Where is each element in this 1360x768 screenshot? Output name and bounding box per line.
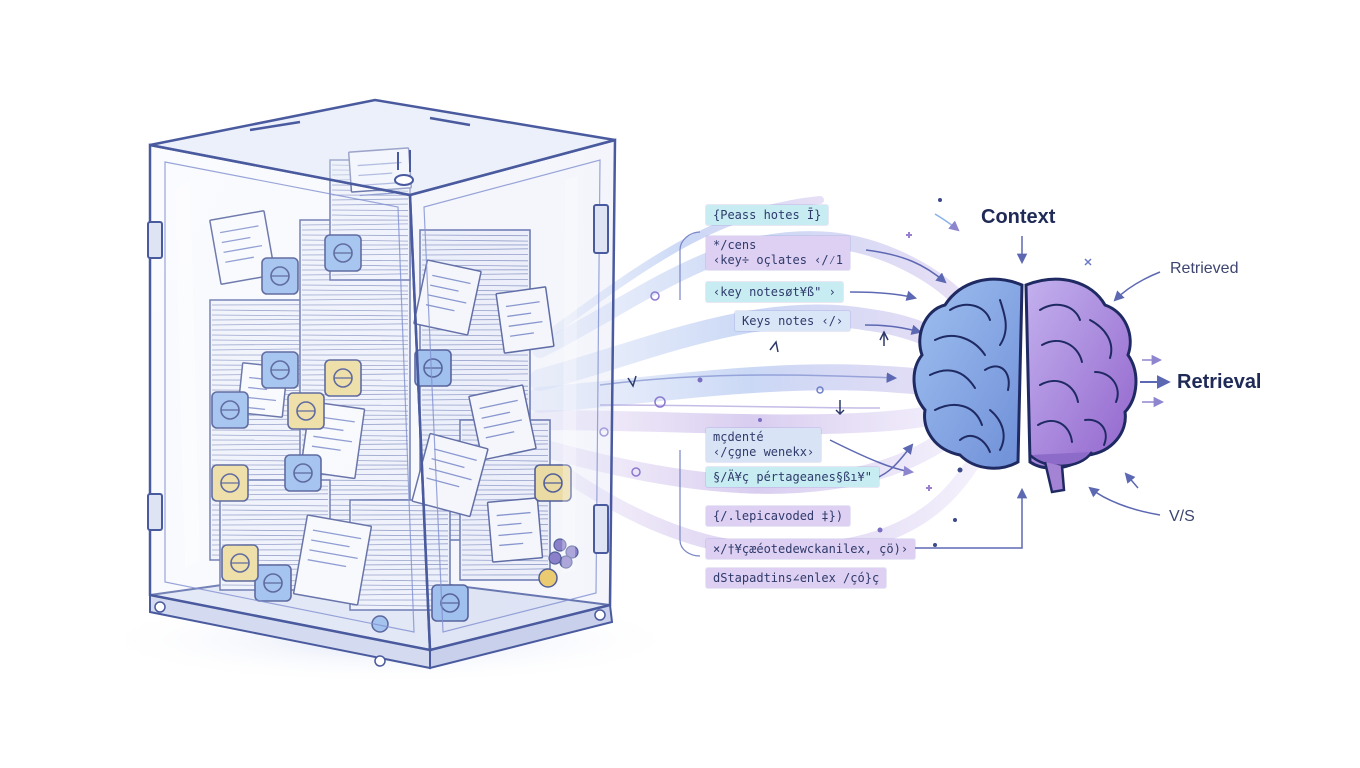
code-snippet-line: {/.lepicavoded ‡}): [713, 509, 844, 523]
code-snippet-line: mçdenté: [713, 430, 764, 444]
code-snippet: mçdenté‹/çgne wenekx›: [706, 428, 822, 462]
label-retrieved: Retrieved: [1170, 260, 1239, 277]
label-retrieval: Retrieval: [1177, 371, 1262, 393]
code-snippet-line: ‹key notesøt¥ß" ›: [713, 285, 836, 299]
code-snippet-line: Keys notes ‹/›: [742, 314, 844, 328]
glass-container: [147, 98, 617, 670]
code-snippet-line: ‹/çgne wenekx›: [713, 445, 815, 459]
label-context: Context: [981, 206, 1056, 228]
code-snippet-line: */cens: [713, 238, 757, 252]
code-snippet-line: dStapadtins∠enlex /çó}ç: [713, 571, 880, 585]
code-snippet: {/.lepicavoded ‡}): [706, 506, 851, 526]
brain: [912, 236, 1171, 516]
code-snippet-line: ‹key÷ oçlates ‹/⁄1: [713, 253, 844, 267]
code-snippet: ×/†¥çæéotedewckanilex, çö)›: [706, 539, 916, 559]
code-snippet: {Peass hotes Ī}: [706, 205, 829, 225]
code-snippet: Keys notes ‹/›: [735, 311, 851, 331]
code-snippet: §/Ä¥ç pértageanes§ßı¥": [706, 467, 879, 487]
code-snippet-line: §/Ä¥ç pértageanes§ßı¥": [713, 470, 872, 484]
code-snippet: */cens‹key÷ oçlates ‹/⁄1: [706, 236, 851, 270]
code-snippet-line: ×/†¥çæéotedewckanilex, çö)›: [713, 542, 909, 556]
code-snippet: ‹key notesøt¥ß" ›: [706, 282, 843, 302]
label-vs: V/S: [1169, 508, 1195, 525]
code-snippet-line: {Peass hotes Ī}: [713, 208, 822, 222]
code-snippet: dStapadtins∠enlex /çó}ç: [706, 568, 887, 588]
